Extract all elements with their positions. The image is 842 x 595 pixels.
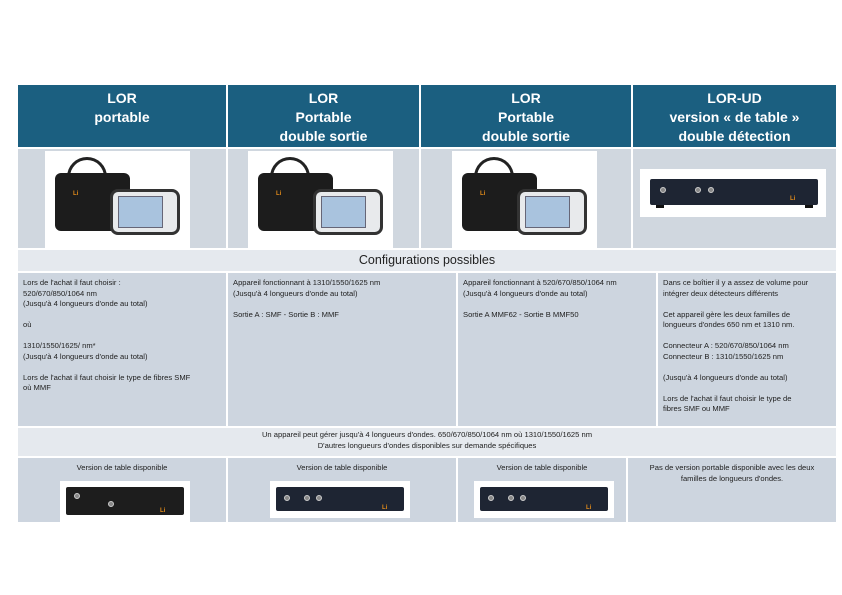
header-line: double sortie [482, 128, 570, 144]
header-line: LOR-UD [707, 90, 762, 106]
config-cell: Appareil fonctionnant à 1310/1550/1625 n… [228, 271, 458, 426]
benchtop-device-photo: Li [640, 169, 826, 217]
section-title: Configurations possibles [18, 248, 836, 271]
table-version-cell: Version de table disponible Li [228, 456, 458, 522]
header-line: double détection [678, 128, 791, 144]
config-text: Appareil fonctionnant à 520/670/850/1064… [463, 278, 617, 287]
config-text: Lors de l'achat il faut choisir le type … [663, 393, 792, 403]
wavelength-note: Un appareil peut gérer jusqu'à 4 longueu… [18, 426, 836, 456]
benchtop-device-photo: Li [60, 481, 190, 523]
header-line: Portable [295, 109, 352, 125]
header-line: Portable [497, 109, 554, 125]
header-line: portable [94, 109, 150, 125]
table-version-text: familles de longueurs d'ondes. [680, 473, 784, 483]
image-cell: Li [633, 147, 836, 248]
portable-device-photo: Li [452, 151, 597, 248]
config-cell: Dans ce boîtier il y a assez de volume p… [658, 271, 836, 426]
column-header-lor-double-1: LOR Portable double sortie [228, 85, 421, 147]
header-line: double sortie [279, 128, 368, 144]
config-text: (Jusqu'à 4 longueurs d'onde au total) [233, 288, 358, 298]
table-version-cell: Version de table disponible Li [458, 456, 628, 522]
config-cell: Appareil fonctionnant à 520/670/850/1064… [458, 271, 658, 426]
image-cell: Li [421, 147, 633, 248]
column-header-lor-ud: LOR-UD version « de table » double détec… [633, 85, 836, 147]
config-text: Dans ce boîtier il y a assez de volume p… [663, 278, 809, 287]
header-line: LOR [308, 90, 339, 106]
config-cell: Lors de l'achat il faut choisir : 520/67… [18, 271, 228, 426]
config-text: (Jusqu'à 4 longueurs d'onde au total) [23, 351, 148, 361]
table-version-text: Pas de version portable disponible avec … [649, 463, 815, 472]
config-text: Lors de l'achat il faut choisir : [23, 278, 121, 287]
image-cell: Li [18, 147, 228, 248]
config-text: Connecteur B : 1310/1550/1625 nm [663, 351, 784, 361]
config-text: fibres SMF ou MMF [663, 404, 730, 413]
config-text: Lors de l'achat il faut choisir le type … [23, 372, 191, 382]
column-header-lor-double-2: LOR Portable double sortie [421, 85, 633, 147]
config-text: Connecteur A : 520/670/850/1064 nm [663, 341, 789, 350]
portable-device-photo: Li [248, 151, 393, 248]
config-text: Sortie A MMF62 - Sortie B MMF50 [463, 309, 579, 319]
config-text: où MMF [23, 383, 51, 392]
config-text: (Jusqu'à 4 longueurs d'onde au total) [663, 372, 788, 382]
config-text: longueurs d'ondes 650 nm et 1310 nm. [663, 320, 795, 329]
table-version-text: Version de table disponible [296, 463, 388, 472]
header-line: LOR [107, 90, 137, 106]
note-line: Un appareil peut gérer jusqu'à 4 longueu… [261, 430, 593, 439]
config-text: (Jusqu'à 4 longueurs d'onde au total) [463, 288, 588, 298]
config-text: Sortie A : SMF - Sortie B : MMF [233, 309, 339, 319]
table-version-cell: Pas de version portable disponible avec … [628, 456, 836, 522]
config-text: Cet appareil gère les deux familles de [663, 309, 791, 319]
benchtop-device-photo: Li [474, 481, 614, 518]
table-version-cell: Version de table disponible Li [18, 456, 228, 523]
image-cell: Li [228, 147, 421, 248]
config-text: intégrer deux détecteurs différents [663, 288, 779, 298]
note-line: D'autres longueurs d'ondes disponibles s… [317, 440, 537, 450]
config-text: 520/670/850/1064 nm [23, 288, 97, 298]
config-text: (Jusqu'à 4 longueurs d'onde au total) [23, 299, 148, 308]
config-text: Appareil fonctionnant à 1310/1550/1625 n… [233, 278, 381, 287]
header-line: version « de table » [669, 109, 800, 125]
benchtop-device-photo: Li [270, 481, 410, 518]
config-text: 1310/1550/1625/ nm* [23, 341, 96, 350]
header-line: LOR [511, 90, 541, 106]
column-header-lor-portable: LOR portable [18, 85, 228, 147]
table-version-text: Version de table disponible [76, 463, 168, 472]
portable-device-photo: Li [45, 151, 190, 248]
config-text: où [23, 320, 32, 329]
table-version-text: Version de table disponible [496, 463, 588, 472]
